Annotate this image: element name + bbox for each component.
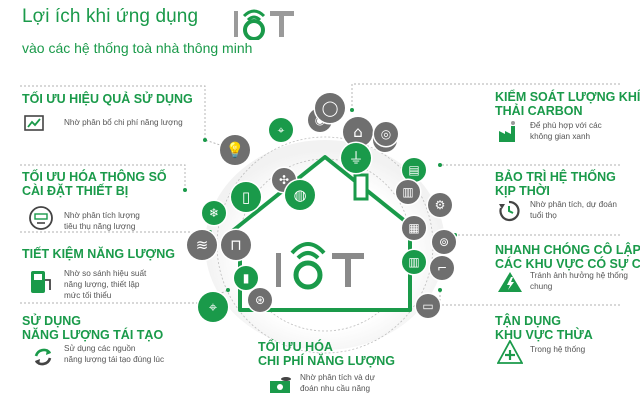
robot-vacuum-icon: ◯ [315,93,345,123]
title-line1: Lợi ích khi ứng dụng [22,6,199,27]
clock-arrow-icon [499,200,520,222]
benefit-heading: CHI PHÍ NĂNG LƯỢNG [258,354,396,368]
benefit-heading: NĂNG LƯỢNG TÁI TẠO [22,328,164,342]
benefit-right-4: TẬN DỤNG KHU VỰC THỪA [495,314,593,342]
benefit-left-3: TIẾT KIỆM NĂNG LƯỢNG [22,247,175,261]
benefit-left-1: TỐI ƯU HIỆU QUẢ SỬ DỤNG [22,92,193,106]
benefit-heading: CÁC KHU VỰC CÓ SỰ CỐ [495,257,640,271]
benefit-heading: TỐI ƯU HÓA THÔNG SỐ [22,170,167,184]
sensor-icon: ⊚ [432,230,456,254]
radiator-icon: ▥ [402,250,426,274]
remote-icon: ▮ [234,266,258,290]
benefit-desc: Nhờ phân tích lượng tiêu thụ năng lượng [64,211,140,231]
money-icon [270,377,291,393]
plug-icon: ⏚ [341,143,371,173]
snowflake-icon: ❄ [202,201,226,225]
benefit-heading: NHANH CHÓNG CÔ LẬP [495,243,640,257]
warning-bolt-icon [498,272,522,292]
ev-charger-icon [31,271,51,293]
ac-icon: ▤ [402,158,426,182]
location-pin-icon: ⌖ [198,292,228,322]
benefit-heading: TIẾT KIỆM NĂNG LƯỢNG [22,247,175,261]
cctv-icon: ⌖ [269,118,293,142]
iot-logo-title [234,9,294,40]
title-line2: vào các hệ thống toà nhà thông minh [22,40,253,56]
wifi-router-icon: ⌂ [343,117,373,147]
benefit-desc: Nhờ phân tích và dự đoán nhu cầu năng [300,373,376,393]
fridge-icon: ▥ [396,180,420,204]
faucet-icon: ⌐ [430,256,454,280]
benefit-desc: Tránh ảnh hưởng hệ thống chung [530,271,628,291]
benefit-desc: Trong hệ thống [530,345,586,354]
benefit-bottom: TỐI ƯU HÓA CHI PHÍ NĂNG LƯỢNG [258,340,395,368]
benefit-heading: KHU VỰC THỪA [495,328,593,342]
doorbell-icon: ⊛ [248,288,272,312]
benefit-heading: KIỂM SOÁT LƯỢNG KHÍ [495,90,640,104]
plus-icon [497,340,523,364]
benefit-heading: THẢI CARBON [495,104,583,118]
fan-icon: ✣ [272,168,296,192]
benefit-heading: BẢO TRÌ HỆ THỐNG [495,170,616,184]
benefit-heading: TỐI ƯU HIỆU QUẢ SỬ DỤNG [22,92,193,106]
benefit-desc: Nhờ phân bổ chi phí năng lượng [64,118,183,127]
benefit-desc: Sử dụng các nguồn năng lượng tái tạo đún… [64,344,165,364]
benefit-heading: SỬ DỤNG [22,314,81,328]
factory-icon [499,121,515,142]
benefit-left-2: TỐI ƯU HÓA THÔNG SỐ CÀI ĐẶT THIẾT BỊ [22,170,167,198]
lock-icon: ⊓ [221,230,251,260]
iot-house-logo [276,242,364,290]
benefit-right-1: KIỂM SOÁT LƯỢNG KHÍ THẢI CARBON [495,90,640,118]
wifi-icon: ≋ [187,230,217,260]
benefit-heading: KỊP THỜI [495,184,550,198]
oven-icon: ▦ [402,216,426,240]
camera-icon: ◎ [374,122,398,146]
tv-icon: ▭ [416,294,440,318]
recycle-icon [34,348,52,366]
center-graphic [205,136,445,354]
benefit-desc: Để phù hợp với các không gian xanh [530,121,602,141]
benefit-heading: TỐI ƯU HÓA [258,340,333,354]
smartphone-icon: ▯ [231,182,261,212]
washing-machine-icon: ◍ [285,180,315,210]
benefit-heading: TẬN DỤNG [495,314,561,328]
meter-icon [29,206,53,230]
benefit-right-2: BẢO TRÌ HỆ THỐNG KỊP THỜI [495,170,616,198]
gear-icon: ⚙ [428,193,452,217]
benefit-desc: Nhờ so sánh hiệu suất năng lượng, thiết … [64,269,147,300]
benefit-desc: Nhờ phân tích, dự đoán tuổi thọ [530,200,617,220]
lightbulb-icon: 💡 [220,135,250,165]
efficiency-chart-icon [24,115,44,131]
benefit-right-3: NHANH CHÓNG CÔ LẬP CÁC KHU VỰC CÓ SỰ CỐ [495,243,640,271]
benefit-left-4: SỬ DỤNG NĂNG LƯỢNG TÁI TẠO [22,314,163,342]
benefit-heading: CÀI ĐẶT THIẾT BỊ [22,184,129,198]
